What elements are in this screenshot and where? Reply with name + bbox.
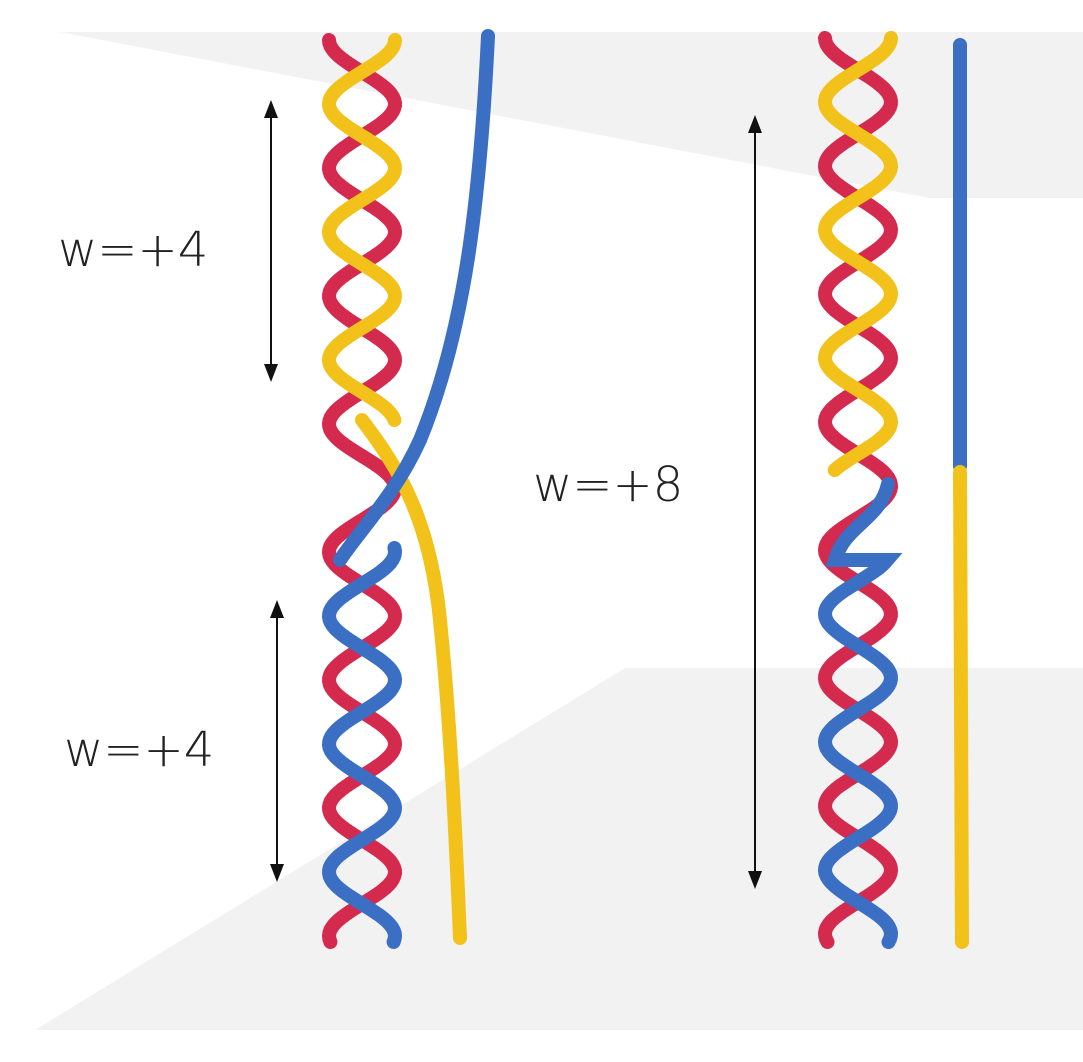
arrow-down-head	[264, 364, 278, 382]
arrow-right	[748, 115, 762, 889]
arrow-up-head	[264, 100, 278, 118]
right-molecule	[817, 31, 969, 949]
writhe-label-left-bottom: w=+4	[64, 722, 214, 778]
arrow-up-head	[748, 115, 762, 133]
arrow-up-head	[270, 600, 284, 618]
arrow-left-bottom	[270, 600, 284, 882]
writhe-label-right: w=+8	[533, 457, 683, 513]
right-yellow-helix-segment	[817, 31, 899, 477]
arrow-left-top	[264, 100, 278, 382]
left-blue-free-strand	[333, 29, 495, 567]
arrow-down-head	[748, 871, 762, 889]
writhe-label-left-top: w=+4	[58, 222, 208, 278]
left-molecule	[321, 29, 495, 949]
left-yellow-helix-segment	[321, 33, 403, 427]
left-blue-helix-segment	[321, 541, 403, 949]
background-panel-top	[60, 32, 1083, 198]
arrow-down-head	[270, 864, 284, 882]
right-yellow-straight-strand	[953, 465, 969, 949]
right-blue-helix-segment	[817, 477, 903, 949]
